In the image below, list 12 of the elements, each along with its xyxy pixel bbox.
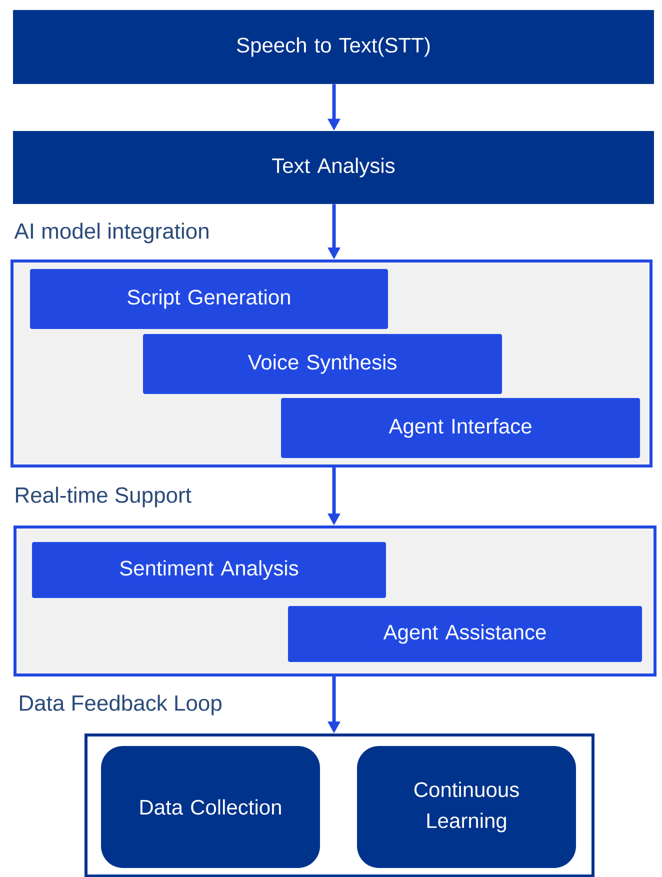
step-box: Voice Synthesis xyxy=(143,334,502,394)
step-box: Sentiment Analysis xyxy=(32,542,386,598)
group-heading: Real-time Support xyxy=(16,486,192,508)
process-band: Speech to Text(STT) xyxy=(13,10,654,84)
process-band: Text Analysis xyxy=(13,131,654,204)
step-box: Agent Interface xyxy=(281,398,640,458)
rounded-box: Continuous Learning xyxy=(357,746,576,868)
group-heading: AI model integration xyxy=(14,222,208,244)
group-heading: Data Feedback Loop xyxy=(20,694,222,716)
step-box: Agent Assistance xyxy=(288,606,642,662)
step-box: Script Generation xyxy=(30,269,388,329)
rounded-box: Data Collection xyxy=(101,746,320,868)
